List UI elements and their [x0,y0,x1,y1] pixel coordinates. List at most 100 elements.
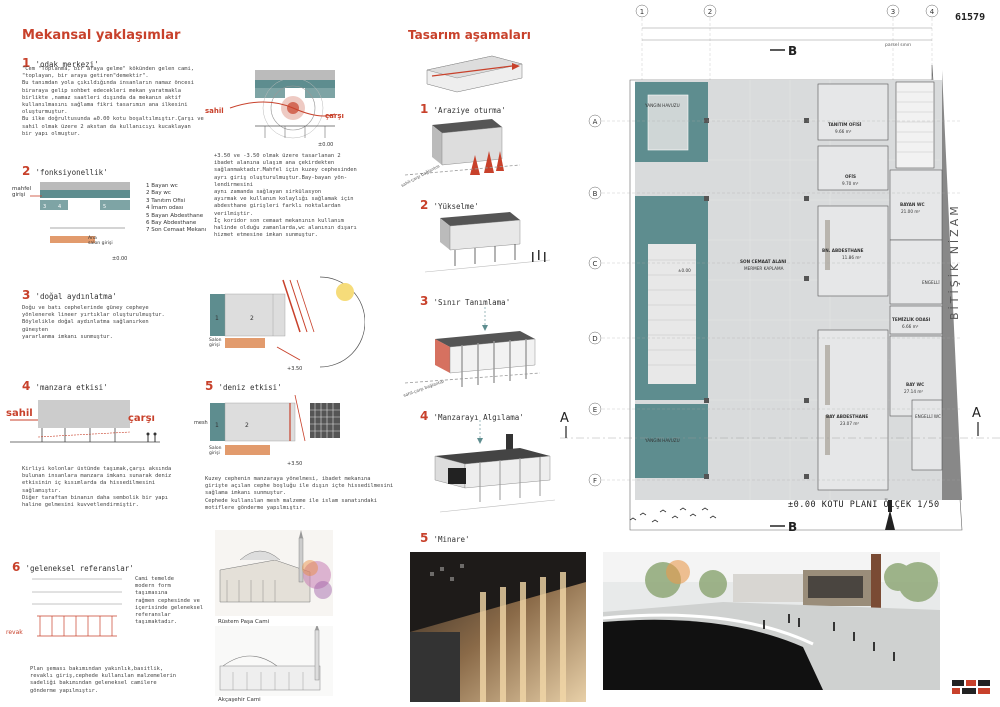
kot-label: ±0.00 [112,256,128,262]
bitisik-nizam-label: BİTİŞİK NİZAM [948,203,961,320]
step1-diagram: sahil-çarşı bağlantısı [400,119,521,188]
revak-label: revak [6,629,23,636]
kot-label: ±0.00 [318,142,333,148]
section-a-right: A [972,406,981,421]
svg-text:1: 1 [215,422,219,429]
road-label: sahil-çarşı bağlantısı [403,379,445,398]
grid-col-4: 4 [930,8,935,16]
parsel-label: parsel sınırı [885,42,911,48]
text-geleneksel-2: Plan şeması bakımından yakınlık,basitlik… [30,666,177,694]
room-bn-abdesthane: BN. ABDESTHANE [822,248,864,253]
heading-number: 5 [205,379,214,393]
text-deniz-etkisi: Kuzey cephenin manzaraya yönelmesi, ibad… [205,476,394,511]
heading-dogal-aydinlatma: 3 'doğal aydınlatma' [22,284,117,303]
svg-text:3: 3 [43,204,46,210]
heading-number: 2 [420,198,429,212]
heading-manzara-etkisi: 4 'manzara etkisi' [22,375,108,394]
function-item: 3 Tanıtım Ofisi [146,197,186,204]
heading-label: 'Manzarayı Algılama' [433,413,524,422]
step1-heading: 1 'Araziye oturma' [420,98,506,117]
room-engelli: ENGELLİ [922,280,940,285]
room-bn-abdesthane-area: 11.86 m² [842,255,861,260]
heading-label: 'manzara etkisi' [35,383,108,392]
room-son-cemaat: SON CEMAAT ALANI [740,259,787,264]
heading-label: 'fonksiyonellik' [35,168,108,177]
function-list: 1 Bayan wc 2 Bay wc 3 Tanıtım Ofisi 4 İm… [146,183,206,235]
grid-col-3: 3 [891,8,895,16]
heading-number: 2 [22,164,31,178]
grid-row-b: B [593,190,598,198]
diagram-fonksiyonellik: 3 4 5 [30,182,130,243]
text-manzara-etkisi: Kirliyi kolonlar üstünde taşımak,çarşı a… [22,466,172,509]
sketch-rustem-pasa [215,530,333,616]
function-item: 5 Bayan Abdesthane [146,212,204,219]
step3-heading: 3 'Sınır Tanımlama' [420,290,510,309]
section-title-tasarim: Tasarım aşamaları [408,28,531,42]
heading-geleneksel: 6 'geleneksel referanslar' [12,556,134,575]
step3-diagram: sahil-çarşı bağlantısı [403,307,541,398]
kot-label: +3.50 [287,366,302,372]
logo-mark [952,680,990,694]
sheet-number: 61579 [955,12,986,23]
text-dogal-aydinlatma: Doğu ve batı cephelerinde güney cepheye … [22,305,165,340]
render-interior [410,552,586,702]
step5-heading: 5 'Minare' [420,527,470,546]
mesh-label: mesh [194,420,208,426]
heading-deniz-etkisi: 5 'deniz etkisi' [205,375,282,394]
room-bayan-wc: BAYAN WC [900,202,925,207]
carsi-label: çarşı [325,112,344,120]
step4-diagram [434,420,556,513]
render-exterior [603,552,940,690]
heading-label: 'Araziye oturma' [433,106,506,115]
ana-salon-label: Ana salon girişi [88,236,113,246]
function-item: 1 Bayan wc [146,183,178,189]
floor-plan: 1 2 3 4 parsel sınırı B A B C D E [560,4,1000,534]
heading-number: 5 [420,531,429,545]
diagram-dogal-aydinlatma: 1 2 +3.50 [210,276,365,372]
text-geleneksel: Cami temelde modern form taşımasına rağm… [135,576,204,626]
grid-row-a: A [593,118,598,126]
heading-number: 3 [22,288,31,302]
svg-text:5: 5 [103,204,106,210]
heading-number: 4 [22,379,31,393]
sketch-akcasehir [215,626,333,696]
room-yangin-1: YANGIN HAVUZU [644,103,680,108]
salon-label: Salon girişi [209,338,222,348]
room-bay-wc: BAY WC [906,382,924,387]
diagram-deniz-etkisi: 1 2 +3.50 [210,395,340,467]
heading-number: 6 [12,560,21,574]
heading-label: 'odak merkezi' [35,60,99,69]
room-bay-abdesthane-area: 23.07 m² [840,421,859,426]
sahil-label: sahil [6,408,33,419]
text-fonksiyonellik: +3.50 ve -3.50 olmak üzere tasarlanan 2 … [214,153,357,239]
step0-diagram [426,55,523,93]
svg-text:1: 1 [215,315,219,322]
step2-diagram [424,212,551,273]
heading-label: 'doğal aydınlatma' [35,292,117,301]
room-bayan-wc-area: 21.00 m² [901,209,920,214]
svg-text:2: 2 [245,422,249,429]
heading-number: 1 [22,56,31,70]
sahil-label: sahil [205,107,224,115]
heading-label: 'Minare' [433,535,470,544]
grid-row-c: C [593,260,598,268]
room-bay-abdesthane: BAY ABDESTHANE [826,414,868,419]
room-ofis: OFİS [845,174,856,179]
salon-label: Salon girişi [209,446,222,456]
diagram-manzara-etkisi [10,400,160,443]
heading-fonksiyonellik: 2 'fonksiyonellik' [22,160,108,179]
heading-number: 4 [420,409,429,423]
room-engelli-wc: ENGELLİ WC [915,414,941,419]
heading-label: 'Yükselme' [433,202,479,211]
function-item: 6 Bay Abdesthane [146,220,197,227]
grid-row-d: D [592,335,597,343]
function-item: 4 İmam odası [146,205,184,212]
svg-text:4: 4 [58,204,61,210]
plan-kot: ±0.00 [678,268,691,273]
grid-row-f: F [593,477,597,485]
room-tanitim: TANITIM OFİSİ [828,122,862,127]
section-b-top: B [788,44,797,58]
step4-heading: 4 'Manzarayı Algılama' [420,405,524,424]
road-label: sahil-çarşı bağlantısı [400,163,440,188]
grid-col-1: 1 [640,8,644,16]
